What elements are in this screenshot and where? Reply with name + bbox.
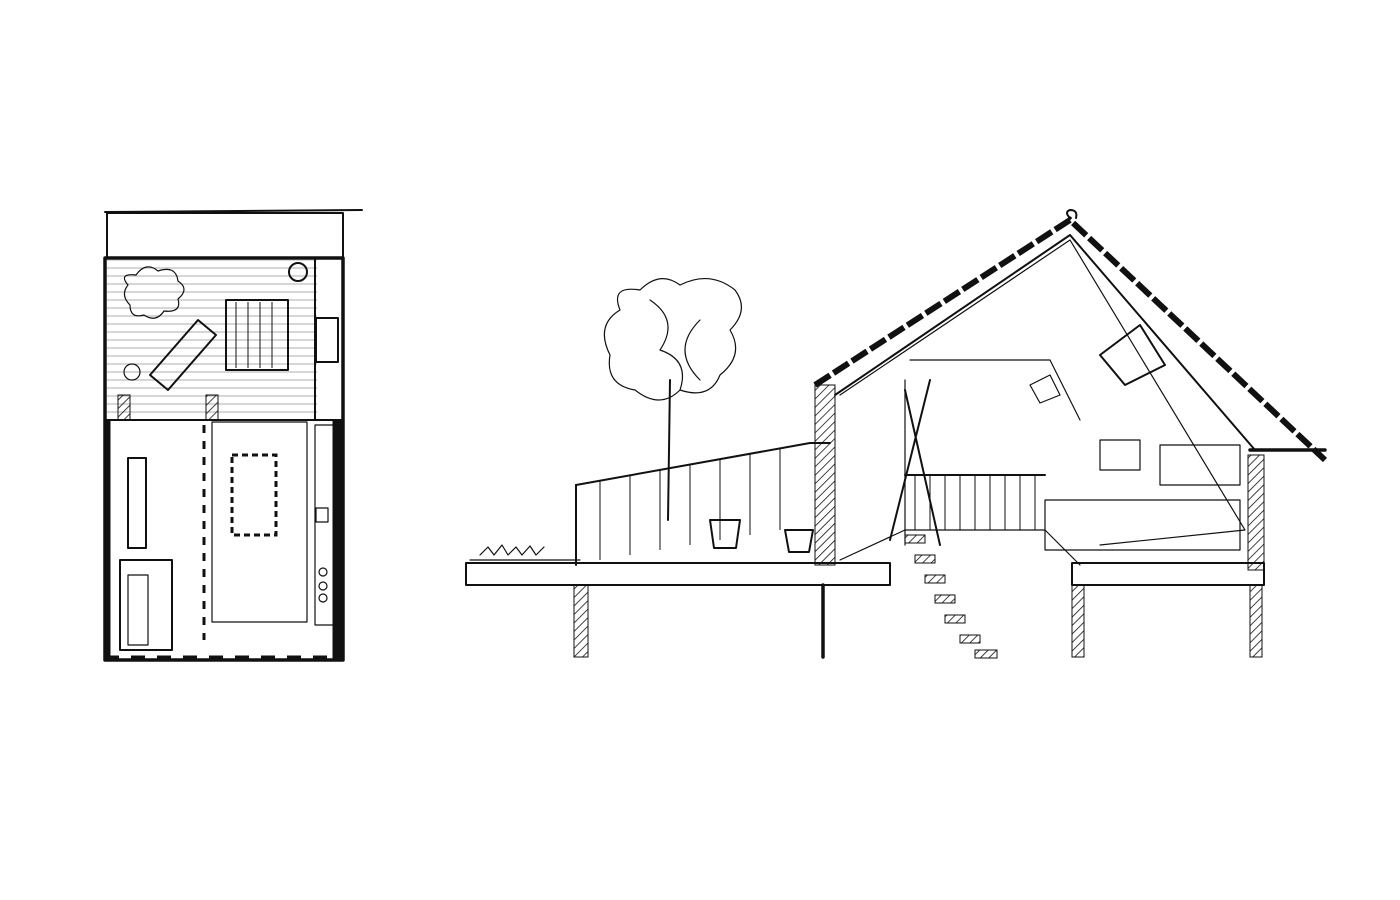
sofa <box>119 559 173 651</box>
pillar <box>1249 584 1263 658</box>
kitchen-island <box>1044 499 1241 551</box>
terrace-slab <box>465 562 891 586</box>
green-roof-edge <box>469 544 581 561</box>
tree-trunk <box>667 379 671 521</box>
planter <box>709 519 741 549</box>
skylight <box>1099 324 1166 386</box>
window-unit <box>315 317 339 363</box>
lounge-chair <box>149 319 217 391</box>
dining-table <box>230 453 278 537</box>
kitchen-windows <box>1099 439 1241 486</box>
roof <box>813 216 1328 463</box>
floor-plan <box>103 209 363 662</box>
plant-pot <box>288 262 308 282</box>
pillar <box>1071 584 1085 658</box>
rug <box>211 421 308 623</box>
gravel-strip <box>106 212 344 259</box>
skylight <box>1029 374 1061 404</box>
section-perspective <box>465 209 1328 659</box>
staircase <box>127 457 147 549</box>
shrub <box>123 266 185 319</box>
stairs <box>904 534 998 659</box>
tree-canopy <box>603 278 742 401</box>
outdoor-table <box>225 299 289 371</box>
kitchen-counter <box>314 424 336 626</box>
house-wall <box>814 384 836 566</box>
planter <box>784 529 814 553</box>
pillar <box>573 584 589 658</box>
house-slab <box>1071 562 1265 586</box>
